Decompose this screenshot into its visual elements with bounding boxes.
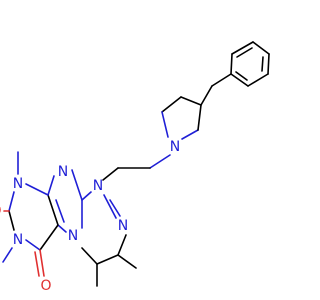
carbonyl-oxygen-1-label: O <box>0 203 2 219</box>
piperidine-ring <box>161 96 202 140</box>
benzene-ring <box>230 41 270 87</box>
ethyl-linker <box>102 154 171 181</box>
pyrimidine-n1-label: N <box>13 176 23 192</box>
pyrimidine-methyls <box>2 151 19 263</box>
molecule-structure-diagram: N N N N N N N <box>0 41 270 294</box>
pyrimidine-ring <box>8 183 59 251</box>
carbonyl-oxygen-2-label: O <box>40 278 51 294</box>
triazine-n1-label: N <box>93 178 103 194</box>
imidazole-ring <box>47 169 83 233</box>
triazine-n2-label: N <box>118 218 128 234</box>
benzyl-ch2-linker <box>200 73 232 106</box>
piperidine-nitrogen-label: N <box>170 139 180 155</box>
pyrimidine-n3-label: N <box>13 232 23 248</box>
triazine-methyls <box>96 254 137 287</box>
triazine-ring <box>81 191 127 265</box>
carbonyl-bonds <box>3 210 45 277</box>
imidazole-n-top-label: N <box>58 164 68 180</box>
imidazole-n-label: N <box>68 228 78 244</box>
